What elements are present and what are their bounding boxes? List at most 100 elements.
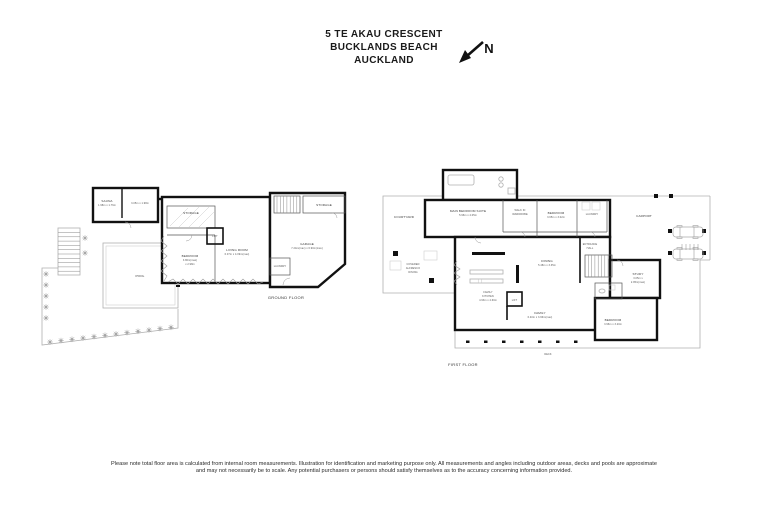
site-outdoor: COURTYARD COVERED ALFRESCO DINING CARPOR…	[382, 194, 711, 356]
entrance-hall: ENTRANCE HALL	[583, 243, 598, 250]
basin-icon	[498, 176, 504, 182]
bedroom-upper-dims: 3.65m x 3.02m	[547, 216, 565, 219]
bedroom-ground-label: BEDROOM	[182, 254, 199, 258]
washer-icon	[581, 201, 591, 211]
main-suite-label: MAIN BEDROOM SUITE	[450, 209, 486, 213]
wiw-label-1: WALK IN	[515, 209, 526, 212]
north-arrow: N	[459, 41, 494, 63]
study: STUDY 3.05m x 2.95m(max)	[616, 259, 645, 284]
deck: DECK	[466, 340, 578, 356]
storage-room: STORAGE	[166, 205, 216, 229]
first-floor-house: MAIN BEDROOM SUITE 5.96m x 4.05m WALK IN…	[423, 198, 662, 342]
ground-floor-label: GROUND FLOOR	[268, 295, 304, 300]
dining-label: DINING	[541, 259, 553, 263]
garage-stairs	[273, 195, 301, 214]
toilet-icon	[608, 284, 616, 291]
entry-steps	[681, 244, 699, 250]
north-arrow-head	[459, 50, 471, 63]
bathtub-icon	[447, 174, 475, 186]
bedroom-lower: BEDROOM 3.96m x 3.20m	[604, 318, 622, 326]
study-dims-2: 2.95m(max)	[631, 281, 645, 284]
lift-ground-label: LIFT	[212, 235, 218, 238]
plant-row-icon	[42, 234, 175, 346]
storage-garage: STORAGE	[302, 195, 346, 219]
kitchen-label-2: KITCHEN	[482, 295, 494, 298]
laundry-ground: LAUNDRY	[269, 257, 291, 276]
retaining-step	[176, 285, 180, 287]
family-label: FAMILY	[534, 311, 545, 315]
bedroom-lower-dims: 3.96m x 3.20m	[604, 323, 622, 326]
car-icon	[672, 247, 704, 261]
dryer-icon	[591, 201, 601, 211]
alfresco-area: COVERED ALFRESCO DINING	[389, 250, 438, 283]
garage-dims: 7.24m(max) x 6.90m(max)	[291, 247, 323, 250]
sauna-dims: 1.98m x 1.76m	[98, 204, 116, 207]
alfresco-label-3: DINING	[408, 271, 417, 274]
living-room-label: LIVING ROOM	[226, 248, 248, 252]
living-room: LIVING ROOM 6.07m x 4.09m(max)	[167, 234, 264, 285]
first-floor-label: FIRST FLOOR	[448, 362, 478, 367]
pool-label: POOL	[136, 274, 145, 278]
basin-icon	[498, 182, 504, 188]
living-room-dims: 6.07m x 4.09m(max)	[225, 253, 250, 256]
carport-label: CARPORT	[636, 214, 652, 218]
entrance-label-2: HALL	[587, 247, 594, 250]
disclaimer-text: Please note total floor area is calculat…	[111, 461, 657, 475]
bedroom-lower-label: BEDROOM	[605, 318, 622, 322]
alfresco-label-2: ALFRESCO	[406, 267, 420, 270]
bedroom-upper-label: BEDROOM	[548, 211, 565, 215]
kitchen-island	[469, 278, 504, 284]
basin-icon	[598, 288, 606, 294]
family-room: FAMILY 6.40m x 3.96m(max)	[528, 311, 553, 319]
study-label: STUDY	[633, 272, 644, 276]
sink-icon	[477, 278, 483, 284]
laundry-ground-label: LAUNDRY	[274, 265, 287, 268]
address-line-3: AUCKLAND	[354, 55, 414, 66]
entrance-label-1: ENTRANCE	[583, 243, 598, 246]
courtyard: COURTYARD	[394, 215, 415, 219]
sauna-block: SAUNA 1.98m x 1.76m 3.05m x 1.98m	[91, 186, 160, 229]
laundry-upper-label: LAUNDRY	[586, 213, 599, 216]
lift-first-label: LIFT	[512, 299, 518, 302]
exterior-stairs	[57, 227, 81, 276]
garage-label: GARAGE	[300, 242, 314, 246]
address-line-1: 5 TE AKAU CRESCENT	[325, 29, 443, 40]
address-line-2: BUCKLANDS BEACH	[330, 42, 438, 53]
lift-first: LIFT	[506, 291, 523, 320]
north-label: N	[484, 41, 494, 56]
ground-floor-plan: POOL SAUNA 1.98m x 1.76m 3.05m x 1.98m	[41, 186, 347, 346]
dining-dims: 5.48m x 3.35m	[538, 264, 556, 267]
main-living-block: STORAGE BEDROOM 3.80m(max) x 2.98m LIFT …	[158, 195, 272, 285]
family-kitchen: FAMILY KITCHEN 4.93m x 4.60m	[453, 260, 519, 302]
car-icon	[672, 225, 704, 239]
carport: CARPORT	[636, 194, 706, 261]
storage-garage-label: STORAGE	[316, 203, 332, 207]
kitchen-dims: 4.93m x 4.60m	[479, 299, 497, 302]
lift-ground: LIFT	[206, 227, 224, 245]
main-suite-dims: 5.96m x 4.05m	[459, 214, 477, 217]
north-arrow-shaft	[466, 41, 484, 57]
dining-room: DINING 5.48m x 3.35m	[472, 237, 581, 283]
property-address: 5 TE AKAU CRESCENT BUCKLANDS BEACH AUCKL…	[0, 28, 768, 67]
bedroom-ground-dims2: x 2.98m	[185, 263, 195, 266]
store-dims: 3.05m x 1.98m	[131, 202, 149, 205]
study-dims-1: 3.05m x	[633, 277, 643, 280]
bathroom	[594, 282, 623, 300]
first-floor-plan: COURTYARD COVERED ALFRESCO DINING CARPOR…	[382, 168, 711, 367]
family-dims: 6.40m x 3.96m(max)	[528, 316, 553, 319]
storage-upper-label: STORAGE	[183, 211, 199, 215]
sauna-label: SAUNA	[101, 199, 113, 203]
bedroom-ground-dims1: 3.80m(max)	[183, 259, 197, 262]
buffet-wall	[472, 252, 505, 255]
site-boundary: POOL	[41, 227, 180, 346]
alfresco-label-1: COVERED	[406, 263, 419, 266]
main-bedroom-suite: MAIN BEDROOM SUITE 5.96m x 4.05m	[450, 209, 486, 217]
garage-block: STORAGE LAUNDRY GARAGE 7.24m(max) x 6.90…	[268, 191, 347, 289]
kitchen-wall	[516, 265, 519, 283]
kitchen-label-1: FAMILY	[483, 291, 493, 294]
courtyard-label: COURTYARD	[394, 215, 415, 219]
bedroom-upper: BEDROOM 3.65m x 3.02m	[547, 211, 565, 219]
deck-label: DECK	[544, 353, 552, 356]
toilet-icon	[507, 187, 516, 195]
